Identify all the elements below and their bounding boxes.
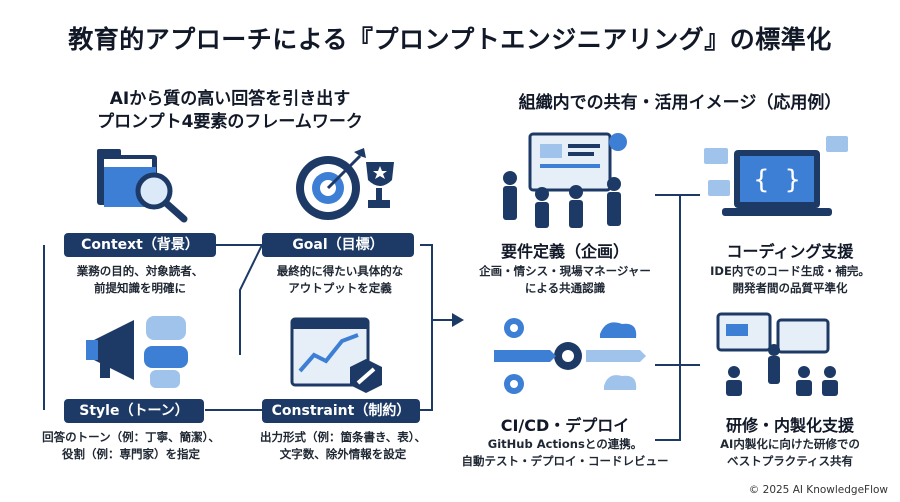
left-subtitle-line2: プロンプト4要素のフレームワーク: [97, 112, 363, 132]
svg-text:{ }: { }: [754, 165, 801, 195]
pill-goal: Goal（目標）: [262, 233, 414, 257]
desc-cicd: GitHub Actionsとの連携。 自動テスト・デプロイ・コードレビュー: [452, 436, 678, 470]
folder-search-icon: [97, 149, 188, 223]
desc-style-line1: 回答のトーン（例：丁寧、簡潔）、: [42, 430, 220, 444]
desc-requirements: 企画・情シス・現場マネージャー による共通認識: [460, 263, 670, 297]
desc-constraint-line1: 出力形式（例：箇条書き、表）、: [260, 430, 426, 444]
desc-context-line1: 業務の目的、対象読者、: [76, 264, 204, 278]
desc-context: 業務の目的、対象読者、 前提知識を明確に: [40, 263, 240, 297]
desc-cicd-line1: GitHub Actionsとの連携。: [487, 437, 643, 451]
desc-coding-line2: 開発者間の品質平準化: [732, 281, 848, 295]
copyright: © 2025 AI KnowledgeFlow: [748, 484, 888, 496]
arrow-head-icon: [452, 313, 464, 327]
megaphone-chat-icon: [86, 316, 188, 388]
desc-constraint: 出力形式（例：箇条書き、表）、 文字数、除外情報を設定: [238, 429, 448, 463]
header-requirements: 要件定義（企画）: [500, 242, 629, 261]
desc-training: AI内製化に向けた研修での ベストプラクティス共有: [680, 436, 900, 470]
left-subtitle: AIから質の高い回答を引き出す プロンプト4要素のフレームワーク: [20, 88, 440, 134]
target-trophy-icon: [296, 148, 394, 220]
desc-coding: IDE内でのコード生成・補完。 開発者間の品質平準化: [680, 263, 900, 297]
team-meeting-icon: [503, 132, 627, 228]
right-subtitle: 組織内での共有・活用イメージ（応用例）: [518, 93, 842, 113]
header-cicd: CI/CD・デプロイ: [500, 416, 630, 435]
loop-line-right: [420, 244, 433, 411]
desc-goal-line2: アウトプットを定義: [288, 281, 392, 295]
desc-goal-line1: 最終的に得たい具体的な: [276, 264, 404, 278]
desc-cicd-line2: 自動テスト・デプロイ・コードレビュー: [461, 454, 669, 468]
desc-training-line1: AI内製化に向けた研修での: [720, 437, 860, 451]
laptop-code-icon: { }: [704, 136, 848, 216]
desc-requirements-line2: による共通認識: [524, 281, 606, 295]
cicd-pipeline-icon: [494, 318, 646, 394]
desc-context-line2: 前提知識を明確に: [94, 281, 186, 295]
pill-context: Context（背景）: [64, 233, 216, 257]
pill-constraint: Constraint（制約）: [262, 399, 420, 423]
desc-requirements-line1: 企画・情シス・現場マネージャー: [479, 264, 651, 278]
training-class-icon: [716, 312, 838, 396]
chart-constraint-icon: [290, 317, 382, 393]
header-coding: コーディング支援: [726, 242, 854, 261]
desc-coding-line1: IDE内でのコード生成・補完。: [710, 264, 870, 278]
bracket-right: [655, 194, 681, 441]
pill-style: Style（トーン）: [64, 399, 204, 423]
left-subtitle-line1: AIから質の高い回答を引き出す: [109, 89, 351, 109]
desc-training-line2: ベストプラクティス共有: [726, 454, 854, 468]
desc-style: 回答のトーン（例：丁寧、簡潔）、 役割（例：専門家）を指定: [16, 429, 246, 463]
page-title: 教育的アプローチによる『プロンプトエンジニアリング』の標準化: [68, 25, 832, 54]
desc-style-line2: 役割（例：専門家）を指定: [62, 447, 200, 461]
loop-line-mid: [239, 244, 263, 355]
desc-goal: 最終的に得たい具体的な アウトプットを定義: [240, 263, 440, 297]
desc-constraint-line2: 文字数、除外情報を設定: [279, 447, 407, 461]
header-training: 研修・内製化支援: [725, 416, 854, 435]
